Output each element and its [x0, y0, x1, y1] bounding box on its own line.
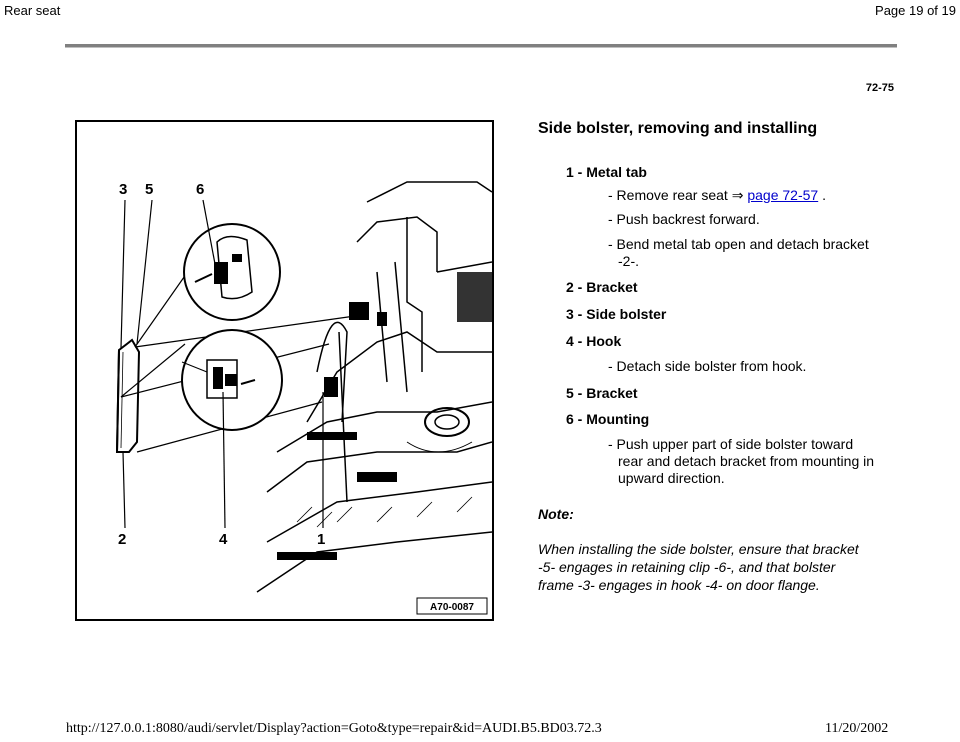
item-2-label: 2 - Bracket [566, 279, 638, 295]
callout-label: 2 [118, 531, 126, 548]
note-line-3: frame -3- engages in hook -4- on door fl… [538, 577, 820, 593]
item-6-step-1-line-1: - Push upper part of side bolster toward [608, 436, 854, 452]
item-1-label: 1 - Metal tab [566, 164, 647, 180]
item-4-label: 4 - Hook [566, 333, 622, 349]
illustration-drawing: 3 5 6 2 4 1 A70-0087 [115, 181, 492, 615]
callout-label: 1 [317, 531, 325, 548]
item-1-step-3-line-2: -2-. [618, 253, 639, 269]
footer-url: http://127.0.0.1:8080/audi/servlet/Displ… [66, 721, 602, 736]
note-label: Note: [538, 506, 574, 522]
callout-label: 5 [145, 181, 153, 198]
item-6-step-1-line-3: upward direction. [618, 470, 725, 486]
figure-code: A70-0087 [430, 602, 474, 613]
header-rule [65, 44, 897, 48]
page-link[interactable]: page 72-57 [747, 187, 819, 203]
document-title: Rear seat [4, 3, 61, 18]
item-1-step-3-line-1: - Bend metal tab open and detach bracket [608, 236, 869, 252]
page-indicator: Page 19 of 19 [875, 3, 956, 18]
item-1-step-2: - Push backrest forward. [608, 211, 760, 227]
page-arrow-icon: ⇒ [731, 187, 744, 203]
callout-label: 3 [119, 181, 127, 198]
item-5-label: 5 - Bracket [566, 385, 638, 401]
step-suffix: . [822, 187, 826, 203]
callout-label: 6 [196, 181, 204, 198]
item-3-label: 3 - Side bolster [566, 306, 667, 322]
note-line-2: -5- engages in retaining clip -6-, and t… [538, 559, 836, 575]
footer-date: 11/20/2002 [825, 721, 889, 736]
item-6-step-1-line-2: rear and detach bracket from mounting in [618, 453, 875, 469]
item-1-step-1: - Remove rear seat ⇒ page 72-57 . [608, 187, 826, 204]
note-line-1: When installing the side bolster, ensure… [538, 541, 859, 557]
item-4-step-1: - Detach side bolster from hook. [608, 358, 807, 374]
callout-label: 4 [219, 531, 228, 548]
item-6-label: 6 - Mounting [566, 411, 650, 427]
step-text: - Remove rear seat [608, 187, 728, 203]
page-number: 72-75 [865, 82, 894, 94]
technical-illustration: 3 5 6 2 4 1 A70-0087 [75, 120, 494, 621]
section-title: Side bolster, removing and installing [538, 120, 818, 137]
